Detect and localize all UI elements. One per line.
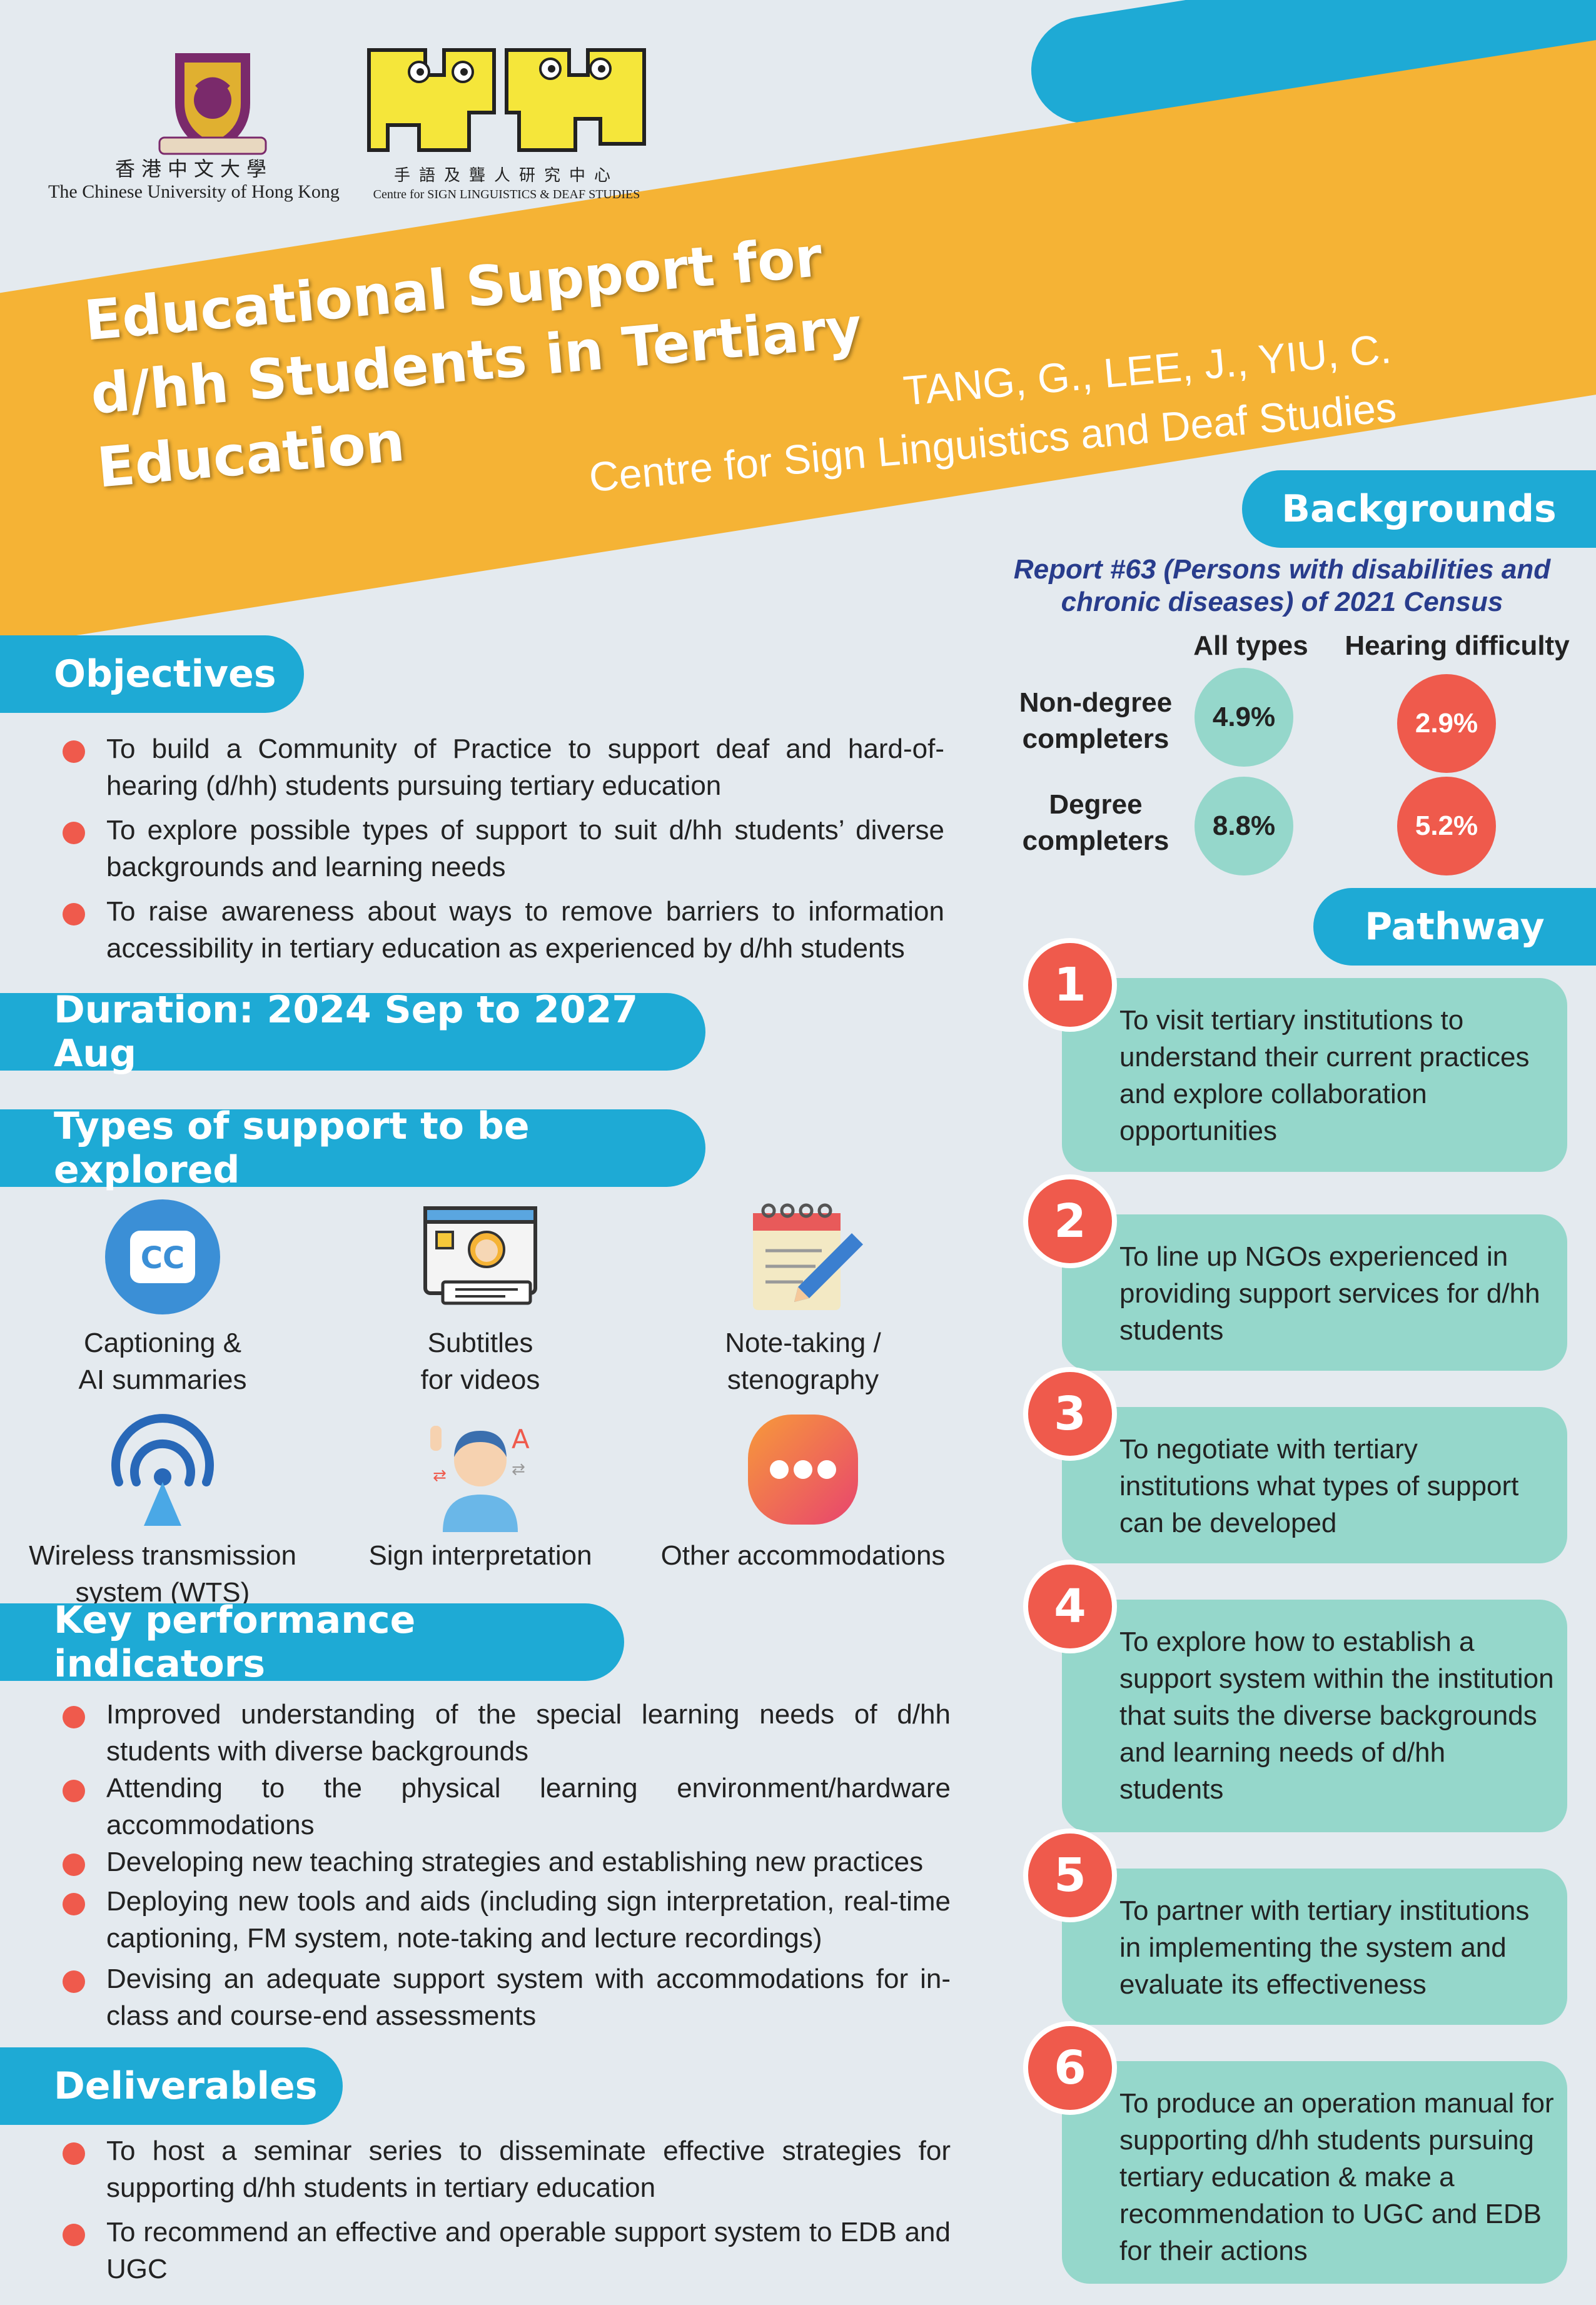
cuhk-english-name: The Chinese University of Hong Kong: [48, 181, 340, 202]
cuhk-logo: 香港中文大學 The Chinese University of Hong Ko…: [31, 38, 344, 213]
more-dots-icon: [748, 1415, 858, 1525]
cc-icon: CC: [105, 1199, 220, 1314]
bullet-icon: [63, 2142, 85, 2165]
pathway-step-3: To negotiate with tertiary institutions …: [1062, 1407, 1567, 1563]
deliverable-item: To host a seminar series to disseminate …: [63, 2132, 951, 2206]
census-report-title: Report #63 (Persons with disabilities an…: [1013, 554, 1551, 617]
step-number-badge: 1: [1023, 938, 1117, 1032]
cslds-english-name: Centre for SIGN LINGUISTICS & DEAF STUDI…: [373, 188, 640, 201]
row-head-degree: Degree completers: [1022, 789, 1169, 856]
svg-text:A: A: [512, 1424, 530, 1455]
bullet-icon: [63, 740, 85, 763]
svg-text:CC: CC: [141, 1241, 184, 1276]
objectives-list: To build a Community of Practice to supp…: [63, 730, 944, 974]
kpi-item: Attending to the physical learning envir…: [63, 1770, 951, 1843]
objectives-heading: Objectives: [0, 635, 304, 713]
objective-item: To build a Community of Practice to supp…: [63, 730, 944, 804]
pathway-step-5: To partner with tertiary institutions in…: [1062, 1869, 1567, 2025]
support-item-wireless: Wireless transmission system (WTS): [0, 1407, 325, 1611]
bullet-icon: [63, 1780, 85, 1802]
wireless-transmission-icon: [111, 1414, 214, 1526]
video-subtitles-icon: [423, 1206, 537, 1305]
cslds-chinese-name: 手語及聾人研究中心: [393, 166, 619, 185]
stat-non-degree-all: 4.9%: [1194, 668, 1293, 767]
support-heading: Types of support to be explored: [0, 1104, 705, 1192]
col-head-hearing: Hearing difficulty: [1345, 630, 1570, 661]
objective-item: To raise awareness about ways to remove …: [63, 893, 944, 967]
backgrounds-heading: Backgrounds: [1242, 470, 1596, 548]
deliverable-item: To recommend an effective and operable s…: [63, 2214, 951, 2287]
bullet-icon: [63, 1970, 85, 1993]
step-number-badge: 6: [1023, 2021, 1117, 2115]
col-head-all-types: All types: [1193, 630, 1308, 661]
deliverables-list: To host a seminar series to disseminate …: [63, 2132, 951, 2295]
pathway-step-6: To produce an operation manual for suppo…: [1062, 2061, 1567, 2284]
bullet-icon: [63, 903, 85, 926]
bullet-icon: [63, 2224, 85, 2246]
kpi-item: Devising an adequate support system with…: [63, 1960, 951, 2034]
step-number-badge: 4: [1023, 1560, 1117, 1653]
support-item-sign-interpretation: ⇄ A ⇄ Sign interpretation: [318, 1407, 643, 1574]
pathway-step-1: To visit tertiary institutions to unders…: [1062, 978, 1567, 1172]
step-number-badge: 3: [1023, 1367, 1117, 1461]
bullet-icon: [63, 1893, 85, 1915]
svg-text:⇄: ⇄: [512, 1460, 525, 1479]
kpi-list: Improved understanding of the special le…: [63, 1696, 951, 2034]
bullet-icon: [63, 822, 85, 844]
row-head-non-degree: Non-degree completers: [1019, 687, 1173, 754]
stat-degree-all: 8.8%: [1194, 777, 1293, 875]
cuhk-chinese-name: 香港中文大學: [114, 157, 273, 181]
step-number-badge: 5: [1023, 1828, 1117, 1922]
cslds-hands-icon: [367, 48, 646, 152]
support-item-captioning: CC Captioning & AI summaries: [0, 1194, 325, 1398]
kpi-item: Deploying new tools and aids (including …: [63, 1883, 951, 1957]
pathway-step-2: To line up NGOs experienced in providing…: [1062, 1214, 1567, 1371]
kpi-item: Improved understanding of the special le…: [63, 1696, 951, 1770]
stat-degree-hearing: 5.2%: [1397, 777, 1496, 875]
kpi-item: Developing new teaching strategies and e…: [63, 1843, 951, 1880]
cuhk-seal-icon: [158, 53, 267, 155]
objective-item: To explore possible types of support to …: [63, 812, 944, 885]
pathway-step-4: To explore how to establish a support sy…: [1062, 1600, 1567, 1832]
stat-non-degree-hearing: 2.9%: [1397, 674, 1496, 773]
kpi-heading: Key performance indicators: [0, 1598, 624, 1686]
step-number-badge: 2: [1023, 1174, 1117, 1268]
sign-interpreter-icon: ⇄ A ⇄: [430, 1424, 530, 1532]
support-item-subtitles: Subtitles for videos: [318, 1194, 643, 1398]
pathway-heading: Pathway: [1313, 888, 1596, 966]
bullet-icon: [63, 1706, 85, 1728]
cslds-logo: 手語及聾人研究中心 Centre for SIGN LINGUISTICS & …: [363, 38, 650, 213]
duration-label: Duration: 2024 Sep to 2027 Aug: [0, 988, 705, 1076]
svg-text:⇄: ⇄: [433, 1466, 447, 1485]
bullet-icon: [63, 1854, 85, 1876]
support-item-note-taking: Note-taking / stenography: [640, 1194, 966, 1398]
notepad-pencil-icon: [753, 1203, 863, 1310]
deliverables-heading: Deliverables: [0, 2047, 343, 2125]
support-item-other: Other accommodations: [640, 1407, 966, 1574]
